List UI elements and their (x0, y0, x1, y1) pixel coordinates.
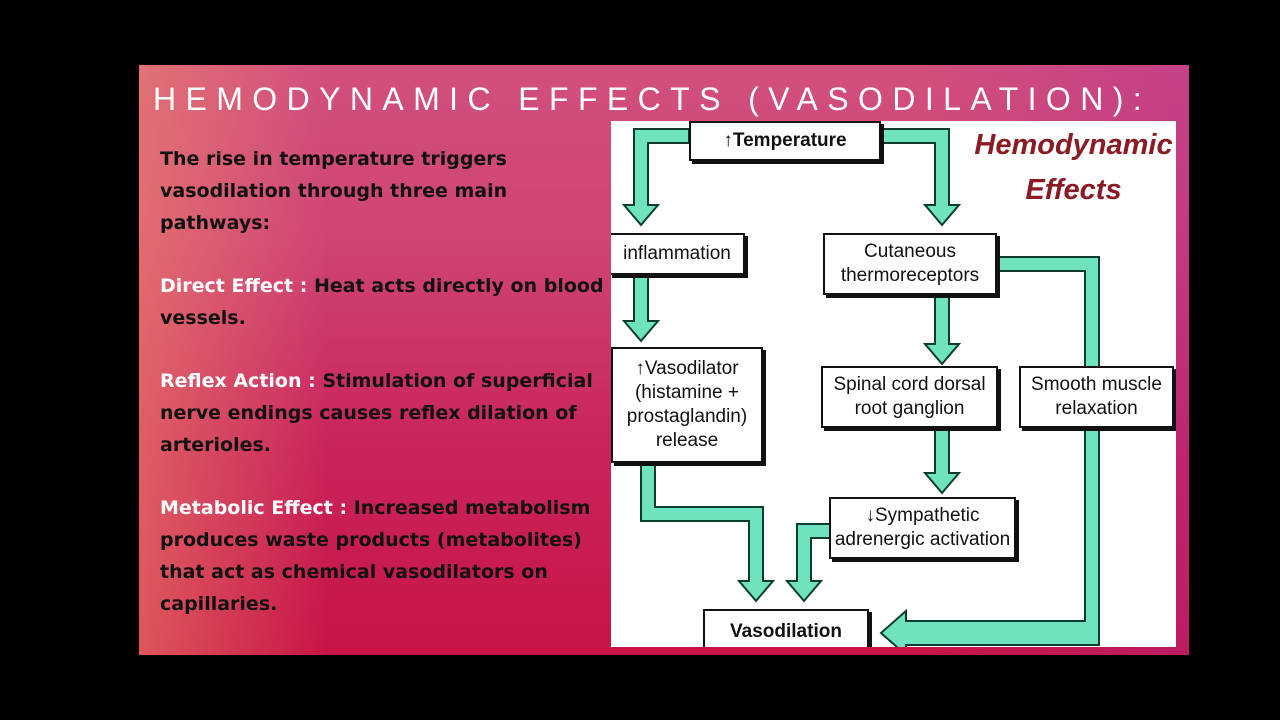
node-vasodilation: Vasodilation (703, 609, 869, 647)
point-direct-effect: Direct Effect : Heat acts directly on bl… (160, 270, 610, 334)
text-block: The rise in temperature triggers vasodil… (160, 143, 610, 651)
node-inflammation: inflammation (611, 233, 745, 275)
flowchart-panel: Hemodynamic Effects ↑Temperature inflamm… (611, 121, 1176, 647)
point-reflex-action: Reflex Action : Stimulation of superfici… (160, 365, 610, 461)
intro-paragraph: The rise in temperature triggers vasodil… (160, 148, 508, 234)
arrow-temperature-to-cutaneous (880, 128, 962, 227)
arrow-inflammation-to-vasodilator (621, 274, 661, 343)
point-lead: Metabolic Effect : (160, 497, 354, 519)
point-text: Increased metabolism produces waste prod… (160, 497, 591, 615)
node-cutaneous-thermoreceptors: Cutaneous thermoreceptors (823, 233, 997, 295)
point-lead: Reflex Action : (160, 370, 323, 392)
point-text: Heat acts directly on blood vessels. (160, 275, 604, 329)
diagram-title: Hemodynamic Effects (974, 129, 1173, 206)
node-spinal-cord: Spinal cord dorsal root ganglion (821, 366, 998, 428)
node-vasodilator-release: ↑Vasodilator (histamine + prostaglandin)… (611, 347, 763, 463)
point-text: Stimulation of superficial nerve endings… (160, 370, 593, 456)
arrow-spinal-to-sympathetic (922, 428, 962, 495)
arrow-cutaneous-loop-to-vasodilation (879, 256, 1100, 647)
point-lead: Direct Effect : (160, 275, 314, 297)
arrow-vasodilator-to-vasodilation (640, 462, 776, 603)
slide-title: HEMODYNAMIC EFFECTS (VASODILATION): (153, 81, 1152, 117)
arrow-cutaneous-to-spinal (922, 296, 962, 366)
flowchart-arrows (621, 128, 1100, 647)
node-sympathetic-activation: ↓Sympathetic adrenergic activation (829, 497, 1016, 559)
point-metabolic-effect: Metabolic Effect : Increased metabolism … (160, 492, 610, 620)
node-temperature: ↑Temperature (689, 121, 881, 161)
arrow-temperature-to-inflammation (621, 128, 690, 227)
arrow-sympathetic-to-vasodilation (784, 523, 832, 603)
node-smooth-muscle-relaxation: Smooth muscle relaxation (1019, 366, 1174, 428)
